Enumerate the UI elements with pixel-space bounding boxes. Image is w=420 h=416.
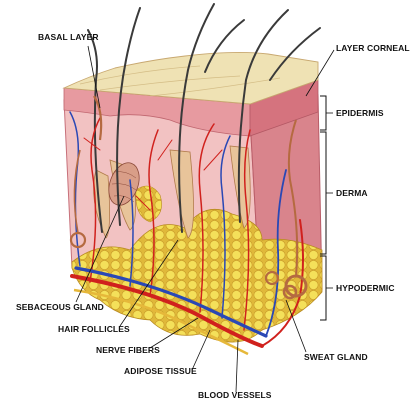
basal-layer-tube: [93, 95, 103, 141]
label-sebaceous-gland: SEBACEOUS GLAND: [16, 302, 104, 312]
label-blood-vessels: BLOOD VESSELS: [198, 390, 272, 400]
label-derma: DERMA: [336, 188, 368, 198]
label-epidermis: EPIDERMIS: [336, 108, 384, 118]
label-basal-layer: BASAL LAYER: [38, 32, 99, 42]
nerve-fiber: [73, 288, 249, 356]
layer-brackets: [320, 95, 333, 321]
label-leader-lines: [75, 45, 335, 393]
label-sweat-gland: SWEAT GLAND: [304, 352, 368, 362]
label-layer-corneal: LAYER CORNEAL: [336, 43, 410, 53]
label-hypodermic: HYPODERMIC: [336, 283, 395, 293]
adipose-tissue-mass: [71, 209, 323, 343]
sweat-gland-shape: [69, 119, 308, 300]
blood-vessels-arteries: [70, 117, 304, 348]
label-nerve-fibers: NERVE FIBERS: [96, 345, 160, 355]
label-hair-follicles: HAIR FOLLICLES: [58, 324, 130, 334]
label-adipose-tissue: ADIPOSE TISSUE: [124, 366, 197, 376]
